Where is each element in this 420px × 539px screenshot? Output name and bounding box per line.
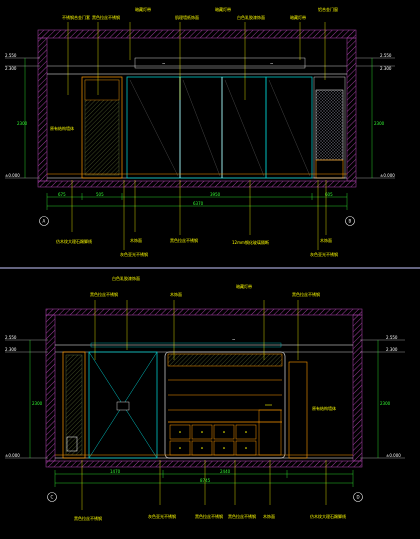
top-floor-slab xyxy=(37,180,357,188)
bottom-axis-left: C xyxy=(47,492,57,502)
svg-text:1470: 1470 xyxy=(110,469,121,474)
top-ceiling-slab xyxy=(37,29,357,39)
svg-text:~: ~ xyxy=(232,337,235,342)
bottom-right-note: 原有结构墙体 xyxy=(312,405,336,411)
bottom-axis-right: D xyxy=(353,492,363,502)
svg-text:2.300: 2.300 xyxy=(380,66,392,71)
callout-top-6: 铝合金门窗 xyxy=(318,6,338,12)
svg-text:±0.000: ±0.000 xyxy=(5,173,20,178)
bottom-levels-left: 2.550 2.300 ±0.000 2300 xyxy=(5,335,48,459)
svg-text:黑色拉丝不锈钢: 黑色拉丝不锈钢 xyxy=(228,513,256,519)
svg-text:2.550: 2.550 xyxy=(5,335,17,340)
bottom-waste-bin xyxy=(66,436,78,452)
svg-text:仿木纹大理石踢脚线: 仿木纹大理石踢脚线 xyxy=(310,513,346,519)
bottom-elevation: ~ 黑色拉丝不锈钢 木饰面 暗藏灯带 黑色拉丝不锈钢 白色乳胶漆饰面 原有结构墙… xyxy=(5,275,405,521)
svg-text:605: 605 xyxy=(325,192,333,197)
callout-top-1: 不锈钢合金门套 xyxy=(62,14,90,20)
svg-text:2300: 2300 xyxy=(32,401,43,406)
top-axis-left: A xyxy=(39,216,49,226)
bottom-glass-door xyxy=(88,351,158,459)
bottom-left-wall xyxy=(45,314,56,462)
top-left-note: 原有结构墙体 xyxy=(50,125,74,131)
bottom-levels-right: 2.550 2.300 ±0.000 2300 xyxy=(360,335,405,459)
svg-text:C: C xyxy=(51,495,54,500)
callout-top-7: 暗藏灯带 xyxy=(215,6,231,12)
svg-text:2.550: 2.550 xyxy=(386,335,398,340)
callout-top-3: 肌理墙纸饰面 xyxy=(175,14,199,20)
svg-text:2.550: 2.550 xyxy=(380,53,392,58)
bottom-right-wall xyxy=(352,314,363,462)
top-dimensions xyxy=(46,193,348,210)
svg-text:D: D xyxy=(357,495,360,500)
top-left-wall xyxy=(37,37,48,182)
svg-text:灰色亚光不锈钢: 灰色亚光不锈钢 xyxy=(310,251,338,257)
svg-text:~: ~ xyxy=(162,61,165,66)
svg-text:2.300: 2.300 xyxy=(5,347,17,352)
callout-top-5: 暗藏灯带 xyxy=(290,14,306,20)
svg-text:暗藏灯带: 暗藏灯带 xyxy=(236,283,252,289)
top-right-mesh-panel xyxy=(315,89,344,161)
svg-text:505: 505 xyxy=(96,192,104,197)
svg-text:2440: 2440 xyxy=(220,469,231,474)
svg-text:木饰面: 木饰面 xyxy=(170,291,182,297)
bottom-floor-slab xyxy=(45,460,363,468)
svg-text:A: A xyxy=(43,219,46,224)
bottom-display-cabinet xyxy=(164,351,286,459)
svg-text:2300: 2300 xyxy=(374,121,385,126)
svg-text:2300: 2300 xyxy=(17,121,28,126)
top-levels-left: 2.550 2.300 ±0.000 2300 xyxy=(5,53,40,179)
svg-text:仿木纹大理石踢脚线: 仿木纹大理石踢脚线 xyxy=(56,238,92,244)
svg-text:黑色拉丝不锈钢: 黑色拉丝不锈钢 xyxy=(195,513,223,519)
svg-text:木饰面: 木饰面 xyxy=(130,237,142,243)
svg-text:~: ~ xyxy=(270,61,273,66)
svg-text:灰色亚光不锈钢: 灰色亚光不锈钢 xyxy=(148,513,176,519)
svg-text:灰色亚光不锈钢: 灰色亚光不锈钢 xyxy=(120,251,148,257)
top-levels-right: 2.550 2.300 ±0.000 2300 xyxy=(356,53,395,179)
bottom-dimensions xyxy=(54,470,354,487)
svg-text:黑色拉丝不锈钢: 黑色拉丝不锈钢 xyxy=(74,515,102,521)
bottom-ceiling-slab xyxy=(45,308,363,316)
svg-text:±0.000: ±0.000 xyxy=(386,453,401,458)
svg-text:2300: 2300 xyxy=(380,401,391,406)
svg-text:8745: 8745 xyxy=(200,478,211,483)
svg-text:B: B xyxy=(349,219,352,224)
svg-text:黑色拉丝不锈钢: 黑色拉丝不锈钢 xyxy=(292,291,320,297)
svg-text:2.550: 2.550 xyxy=(5,53,17,58)
callout-top-0: 暗藏灯带 xyxy=(135,6,151,12)
svg-text:木饰面: 木饰面 xyxy=(263,513,275,519)
svg-text:±0.000: ±0.000 xyxy=(380,173,395,178)
svg-text:2.300: 2.300 xyxy=(386,347,398,352)
top-axis-right: B xyxy=(345,216,355,226)
top-right-wall xyxy=(346,37,357,182)
top-callouts-bottom: 仿木纹大理石踢脚线 木饰面 黑色拉丝不锈钢 12mm钢化玻璃隔断 灰色亚光不锈钢… xyxy=(56,180,338,257)
svg-text:3950: 3950 xyxy=(210,192,221,197)
bottom-callouts-top: 黑色拉丝不锈钢 木饰面 暗藏灯带 黑色拉丝不锈钢 白色乳胶漆饰面 xyxy=(90,275,320,360)
top-callouts: 不锈钢合金门套 黑色拉丝不锈钢 暗藏灯带 肌理墙纸饰面 白色乳胶漆饰面 暗藏灯带… xyxy=(62,6,338,100)
bottom-callouts-bottom: 黑色拉丝不锈钢 灰色亚光不锈钢 黑色拉丝不锈钢 黑色拉丝不锈钢 木饰面 仿木纹大… xyxy=(74,460,346,521)
svg-text:木饰面: 木饰面 xyxy=(320,237,332,243)
svg-text:黑色拉丝不锈钢: 黑色拉丝不锈钢 xyxy=(90,291,118,297)
svg-text:6370: 6370 xyxy=(193,201,204,206)
svg-text:白色乳胶漆饰面: 白色乳胶漆饰面 xyxy=(112,275,140,281)
svg-text:黑色拉丝不锈钢: 黑色拉丝不锈钢 xyxy=(170,237,198,243)
svg-text:2.300: 2.300 xyxy=(5,66,17,71)
top-glass-partition xyxy=(126,76,313,179)
svg-text:12mm钢化玻璃隔断: 12mm钢化玻璃隔断 xyxy=(232,239,269,245)
top-elevation: ~ ~ 不锈钢合金门套 黑色拉丝不锈钢 暗藏灯带 肌理墙纸饰面 白色乳胶漆饰面 … xyxy=(5,6,395,257)
svg-text:±0.000: ±0.000 xyxy=(5,453,20,458)
svg-text:675: 675 xyxy=(58,192,66,197)
callout-top-4: 白色乳胶漆饰面 xyxy=(237,14,265,20)
callout-top-2: 黑色拉丝不锈钢 xyxy=(92,14,120,20)
top-wood-panel-left xyxy=(81,76,123,179)
